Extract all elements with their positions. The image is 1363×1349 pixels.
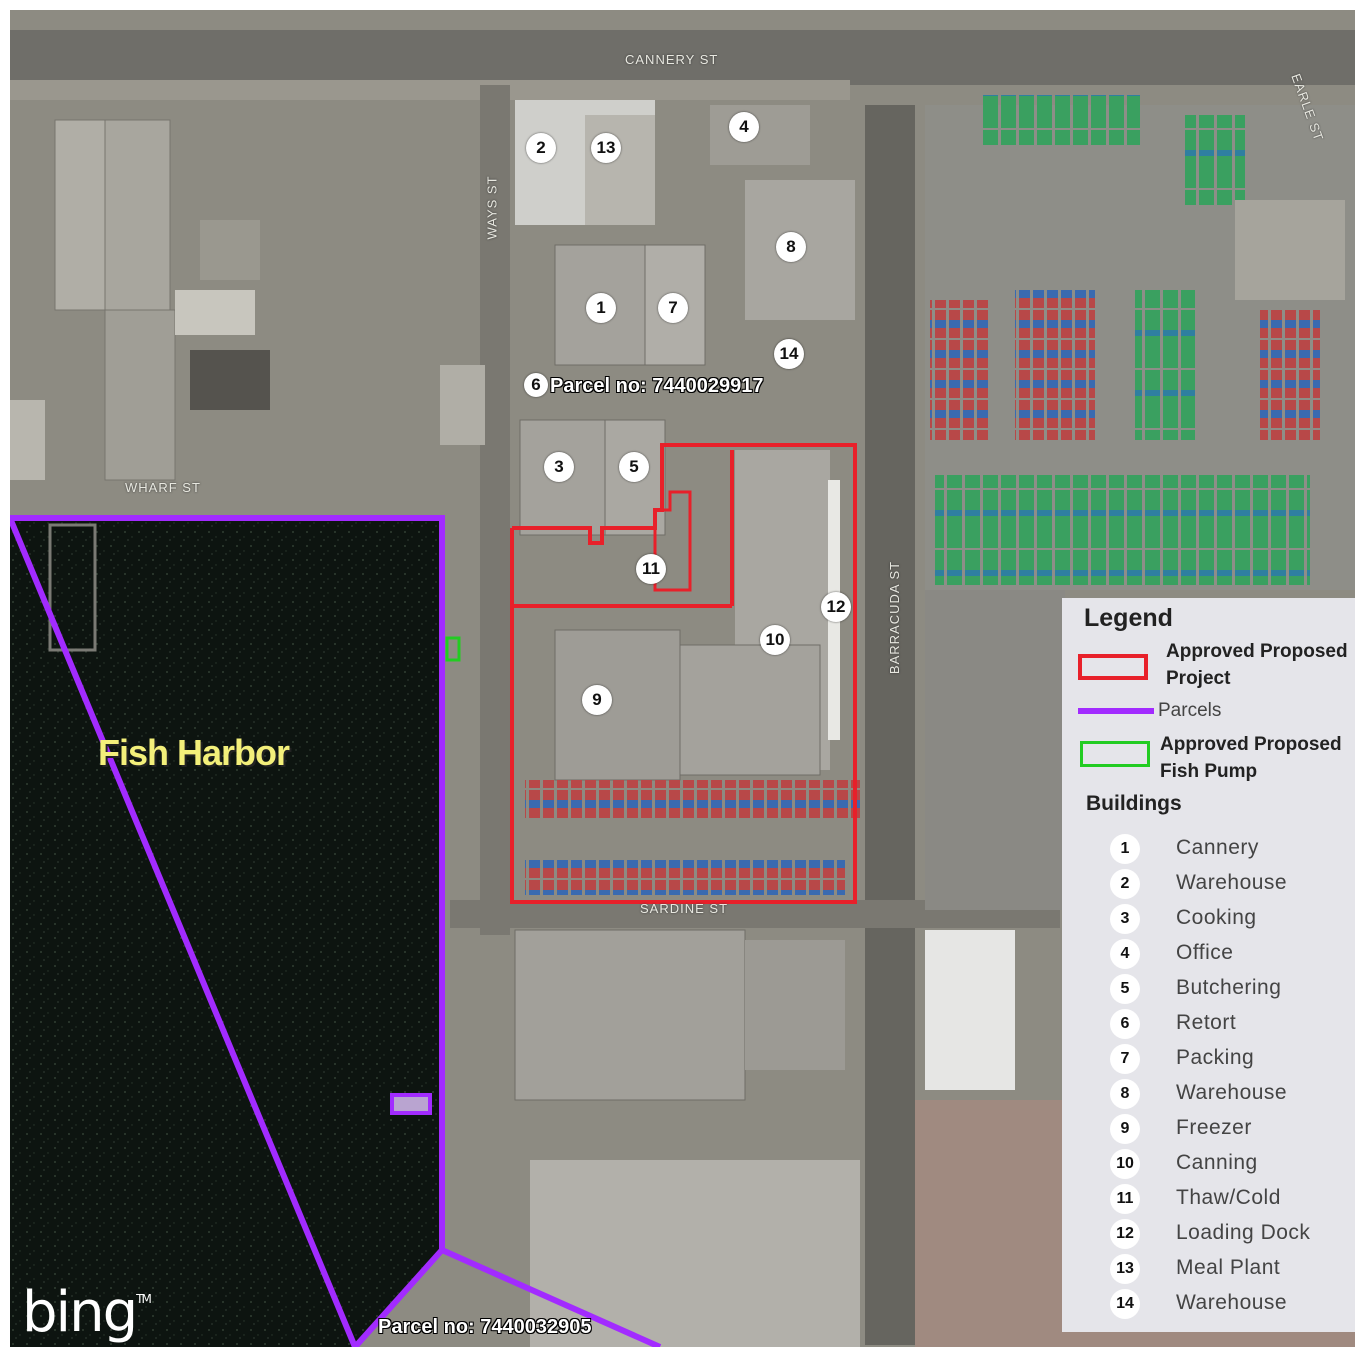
legend-building-row: 10 Canning — [1062, 1147, 1355, 1181]
legend-building-name: Office — [1176, 941, 1234, 964]
legend-building-number: 12 — [1110, 1219, 1140, 1249]
legend-building-name: Retort — [1176, 1011, 1237, 1034]
legend-building-name: Cooking — [1176, 906, 1257, 929]
legend-building-row: 2 Warehouse — [1062, 867, 1355, 901]
street-label-wharf: WHARF ST — [125, 480, 201, 495]
building-marker-2[interactable]: 2 — [526, 133, 556, 163]
legend-label-fish-pump-line2: Fish Pump — [1160, 761, 1258, 782]
legend-building-name: Butchering — [1176, 976, 1282, 999]
building-marker-6[interactable]: 6 — [524, 373, 548, 397]
legend-building-row: 13 Meal Plant — [1062, 1252, 1355, 1286]
legend-building-number: 6 — [1110, 1009, 1140, 1039]
legend-panel: Legend Approved Proposed Project Parcels… — [1062, 598, 1355, 1332]
legend-building-number: 1 — [1110, 834, 1140, 864]
legend-building-number: 14 — [1110, 1289, 1140, 1319]
street-label-ways: WAYS ST — [484, 175, 500, 240]
street-label-cannery: CANNERY ST — [625, 52, 719, 67]
bing-logo-text: bing — [22, 1280, 138, 1345]
legend-label-project-line2: Project — [1166, 668, 1231, 689]
legend-building-name: Thaw/Cold — [1176, 1186, 1281, 1209]
aerial-map[interactable]: CANNERY ST WAYS ST WHARF ST BARRACUDA ST… — [10, 10, 1355, 1347]
building-marker-4[interactable]: 4 — [729, 112, 759, 142]
legend-building-name: Loading Dock — [1176, 1221, 1311, 1244]
legend-building-row: 8 Warehouse — [1062, 1077, 1355, 1111]
fish-harbor-label: Fish Harbor — [98, 732, 290, 773]
legend-building-number: 9 — [1110, 1114, 1140, 1144]
parcel-small[interactable] — [390, 1093, 432, 1115]
legend-building-row: 12 Loading Dock — [1062, 1217, 1355, 1251]
map-imagery — [10, 10, 1355, 1347]
ways-st-road — [480, 85, 510, 935]
legend-building-name: Warehouse — [1176, 871, 1288, 894]
legend-building-number: 3 — [1110, 904, 1140, 934]
building-marker-8[interactable]: 8 — [776, 232, 806, 262]
building-marker-14[interactable]: 14 — [774, 339, 804, 369]
street-label-barracuda: BARRACUDA ST — [887, 560, 903, 675]
white-warehouse — [925, 930, 1015, 1090]
legend-building-number: 13 — [1110, 1254, 1140, 1284]
street-label-sardine: SARDINE ST — [640, 901, 729, 916]
legend-building-number: 4 — [1110, 939, 1140, 969]
buildings-title: Buildings — [1086, 792, 1182, 815]
building-marker-10[interactable]: 10 — [760, 625, 790, 655]
building-marker-5[interactable]: 5 — [619, 452, 649, 482]
parcel-boundary-south[interactable] — [440, 1247, 662, 1347]
building-marker-3[interactable]: 3 — [544, 452, 574, 482]
building-marker-1[interactable]: 1 — [586, 293, 616, 323]
legend-label-parcels: Parcels — [1158, 700, 1222, 721]
legend-building-row: 5 Butchering — [1062, 972, 1355, 1006]
legend-building-number: 7 — [1110, 1044, 1140, 1074]
legend-building-row: 11 Thaw/Cold — [1062, 1182, 1355, 1216]
legend-swatch-fish-pump — [1080, 741, 1150, 767]
fish-harbor-water — [10, 518, 442, 1347]
legend-title: Legend — [1084, 604, 1173, 632]
legend-swatch-project — [1078, 654, 1148, 680]
legend-building-row: 6 Retort — [1062, 1007, 1355, 1041]
legend-building-number: 8 — [1110, 1079, 1140, 1109]
trademark-mark: TM — [136, 1292, 152, 1306]
barracuda-st-road — [865, 105, 915, 1345]
legend-building-name: Meal Plant — [1176, 1256, 1281, 1279]
legend-building-name: Packing — [1176, 1046, 1255, 1069]
legend-building-row: 4 Office — [1062, 937, 1355, 971]
legend-building-number: 11 — [1110, 1184, 1140, 1214]
legend-building-name: Canning — [1176, 1151, 1258, 1174]
legend-building-row: 1 Cannery — [1062, 832, 1355, 866]
legend-building-name: Warehouse — [1176, 1291, 1288, 1314]
building-marker-9[interactable]: 9 — [582, 685, 612, 715]
building-marker-13[interactable]: 13 — [591, 133, 621, 163]
legend-label-fish-pump-line1: Approved Proposed — [1160, 734, 1342, 755]
legend-building-row: 14 Warehouse — [1062, 1287, 1355, 1321]
building-marker-7[interactable]: 7 — [658, 293, 688, 323]
fish-pump-outline[interactable] — [445, 636, 461, 662]
legend-building-row: 9 Freezer — [1062, 1112, 1355, 1146]
legend-label-project-line1: Approved Proposed — [1166, 641, 1348, 662]
parcel-label-lower: Parcel no: 7440032905 — [378, 1316, 592, 1338]
legend-building-name: Cannery — [1176, 836, 1259, 859]
legend-swatch-parcels — [1078, 708, 1154, 714]
building-marker-11[interactable]: 11 — [636, 554, 666, 584]
cannery-st-road — [10, 30, 1355, 85]
legend-building-row: 7 Packing — [1062, 1042, 1355, 1076]
legend-building-number: 5 — [1110, 974, 1140, 1004]
legend-building-name: Freezer — [1176, 1116, 1252, 1139]
bing-logo: bingTM — [22, 1280, 152, 1345]
legend-building-name: Warehouse — [1176, 1081, 1288, 1104]
parcel-label-upper: Parcel no: 7440029917 — [550, 375, 764, 397]
building-marker-12[interactable]: 12 — [821, 592, 851, 622]
thaw-cold-outline[interactable] — [653, 490, 692, 592]
legend-building-number: 10 — [1110, 1149, 1140, 1179]
legend-building-row: 3 Cooking — [1062, 902, 1355, 936]
legend-building-number: 2 — [1110, 869, 1140, 899]
